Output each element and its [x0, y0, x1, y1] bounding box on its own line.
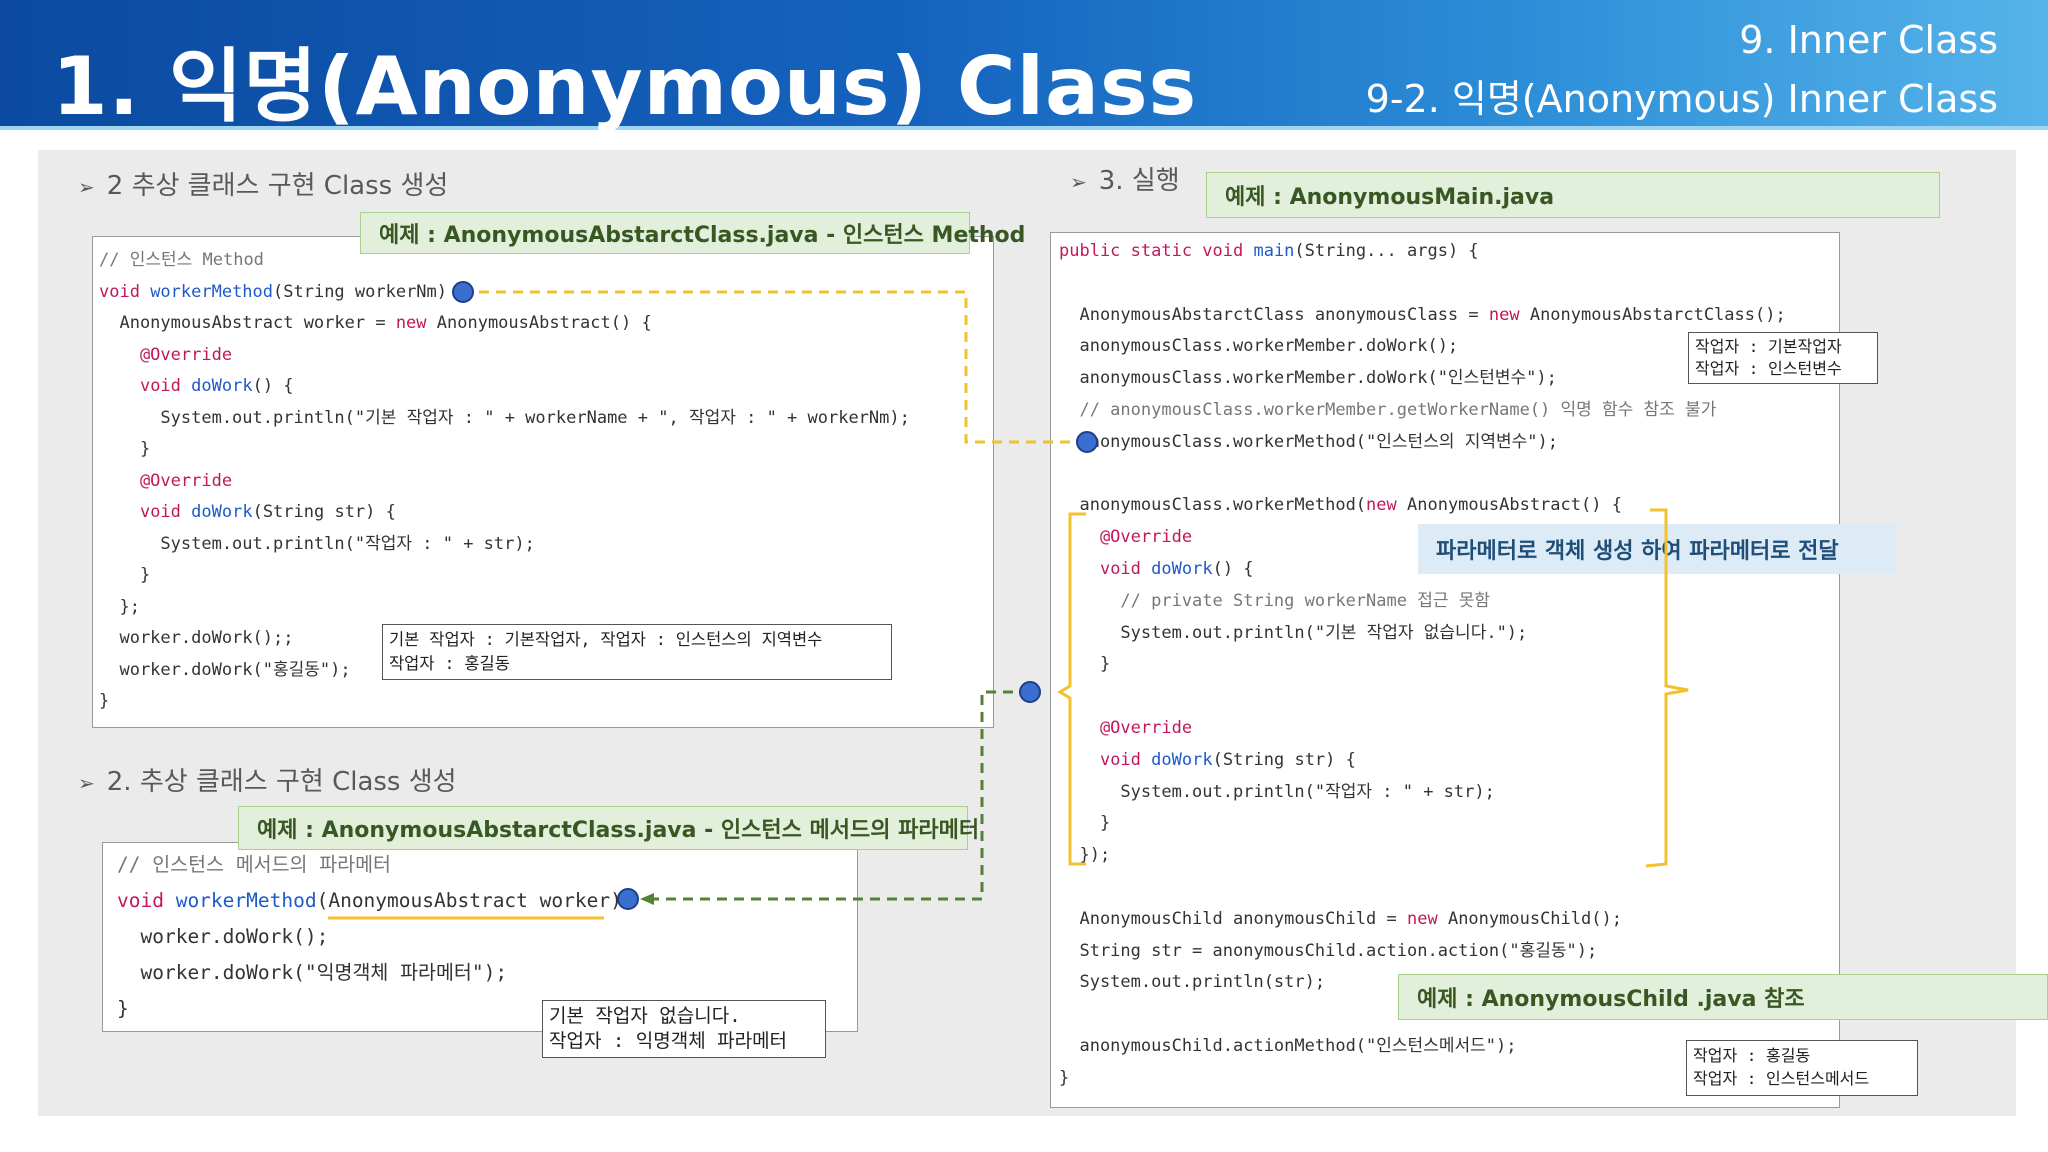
code-line: String str = anonymousChild.action.actio…	[1059, 940, 1598, 961]
code-line: @Override	[1059, 717, 1193, 738]
panel3-code: public static void main(String... args) …	[1059, 236, 1786, 1095]
panel3-heading-text: 3. 실행	[1098, 166, 1180, 196]
output-line: 작업자 : 익명객체 파라메터	[549, 1030, 788, 1052]
code-line: void doWork() {	[139, 376, 294, 396]
title-banner	[0, 0, 2048, 126]
panel2-code: // 인스턴스 메서드의 파라메터 void workerMethod(Anony…	[117, 847, 622, 1027]
anonymous-child-label: 예제 : AnonymousChild .java 참조	[1398, 974, 2048, 1020]
code-line: System.out.println("작업자 : " + str);	[99, 533, 535, 554]
code-line: System.out.println("기본 작업자 : " + workerN…	[99, 407, 910, 428]
panel3-heading: ➢ 3. 실행	[1070, 160, 1180, 197]
code-line: worker.doWork();;	[99, 628, 294, 648]
code-line: }	[99, 565, 151, 585]
output-line: 작업자 : 기본작업자	[1695, 337, 1842, 356]
code-line: }	[99, 439, 151, 459]
anchor-dot-icon	[1019, 681, 1041, 703]
left-brace	[1057, 512, 1086, 866]
anchor-dot-icon	[1076, 431, 1098, 453]
output-line: 기본 작업자 : 기본작업자, 작업자 : 인스턴스의 지역변수	[389, 630, 823, 649]
output-line: 작업자 : 인스턴변수	[1695, 359, 1842, 378]
code-line: // 인스턴스 Method	[99, 250, 264, 270]
code-line: @Override	[1059, 527, 1193, 548]
panel3-code-box: public static void main(String... args) …	[1050, 232, 1840, 1108]
code-line: System.out.println("기본 작업자 없습니다.");	[1059, 622, 1528, 643]
output-line: 기본 작업자 없습니다.	[549, 1005, 741, 1027]
code-line: AnonymousChild anonymousChild = new Anon…	[1059, 908, 1622, 929]
code-line: void doWork(String str) {	[139, 502, 396, 522]
code-line: }	[99, 691, 110, 711]
section-label: 9-2. 익명(Anonymous) Inner Class	[1365, 77, 1998, 121]
panel1-heading-text: 2 추상 클래스 구현 Class 생성	[106, 171, 449, 201]
code-line: @Override	[99, 470, 233, 491]
panel2-output-box: 기본 작업자 없습니다. 작업자 : 익명객체 파라메터	[542, 1000, 826, 1058]
code-line: System.out.println("작업자 : " + str);	[1059, 781, 1495, 802]
panel2-example-label: 예제 : AnonymousAbstarctClass.java - 인스턴스 …	[238, 806, 979, 850]
panel2-heading-text: 2. 추상 클래스 구현 Class 생성	[106, 767, 457, 797]
connector-workerNm	[479, 290, 1086, 444]
code-line: worker.doWork();	[117, 925, 329, 948]
banner-underline	[0, 126, 2048, 130]
code-line: }	[1059, 654, 1111, 675]
code-line: worker.doWork("홍길동");	[99, 659, 351, 680]
code-line: anonymousChild.actionMethod("인스턴스메서드");	[1059, 1035, 1517, 1056]
code-line: // anonymousClass.workerMember.getWorker…	[1059, 399, 1717, 420]
bullet-arrow-icon: ➢	[1070, 170, 1087, 194]
code-line: void workerMethod(AnonymousAbstract work…	[117, 889, 622, 912]
code-line: anonymousClass.workerMethod(new Anonymou…	[1059, 495, 1622, 516]
code-line: @Override	[99, 344, 233, 365]
connector-parameter	[642, 690, 1030, 901]
panel2-heading: ➢ 2. 추상 클래스 구현 Class 생성	[78, 761, 457, 798]
code-line: System.out.println(str);	[1059, 972, 1326, 993]
output-line: 작업자 : 홍길동	[1693, 1046, 1811, 1065]
code-line: void doWork(String str) {	[1099, 749, 1356, 770]
param-note-label: 파라메터로 객체 생성 하여 파라메터로 전달	[1418, 524, 1896, 574]
code-line: anonymousClass.workerMember.doWork();	[1059, 336, 1459, 357]
chapter-label: 9. Inner Class	[1739, 18, 1998, 62]
code-line: }	[117, 997, 129, 1020]
page-title: 1. 익명(Anonymous) Class	[52, 40, 1198, 133]
code-line: };	[99, 596, 140, 617]
bullet-arrow-icon: ➢	[78, 771, 95, 795]
code-line: // 인스턴스 메서드의 파라메터	[117, 853, 391, 876]
anchor-dot-icon	[452, 281, 474, 303]
panel1-code: // 인스턴스 Method void workerMethod(String w…	[99, 245, 910, 718]
anchor-dot-icon	[617, 888, 639, 910]
code-line: });	[1059, 845, 1111, 866]
panel1-example-label: 예제 : AnonymousAbstarctClass.java - 인스턴스 …	[360, 212, 1025, 254]
panel3-example-label: 예제 : AnonymousMain.java	[1206, 172, 1940, 218]
code-line: anonymousClass.workerMember.doWork("인스턴변…	[1059, 368, 1557, 389]
code-line: AnonymousAbstract worker = new Anonymous…	[99, 313, 652, 333]
code-line: void workerMethod(String workerNm)	[99, 281, 448, 302]
right-brace	[1645, 508, 1689, 868]
output-line: 작업자 : 홍길동	[389, 654, 510, 673]
code-line: void doWork() {	[1099, 558, 1254, 579]
arrowhead-icon	[640, 893, 654, 905]
code-line: worker.doWork("익명객체 파라메터");	[117, 961, 508, 984]
code-line: // private String workerName 접근 못함	[1059, 590, 1491, 611]
code-line: }	[1059, 813, 1111, 834]
code-line: anonymousClass.workerMethod("인스턴스의 지역변수"…	[1059, 431, 1558, 452]
output-line: 작업자 : 인스턴스메서드	[1693, 1069, 1870, 1088]
code-line: public static void main(String... args) …	[1059, 241, 1479, 261]
panel1-heading: ➢ 2 추상 클래스 구현 Class 생성	[78, 165, 448, 202]
code-line: AnonymousAbstarctClass anonymousClass = …	[1059, 304, 1786, 325]
code-line: }	[1059, 1067, 1070, 1088]
bullet-arrow-icon: ➢	[78, 175, 95, 199]
